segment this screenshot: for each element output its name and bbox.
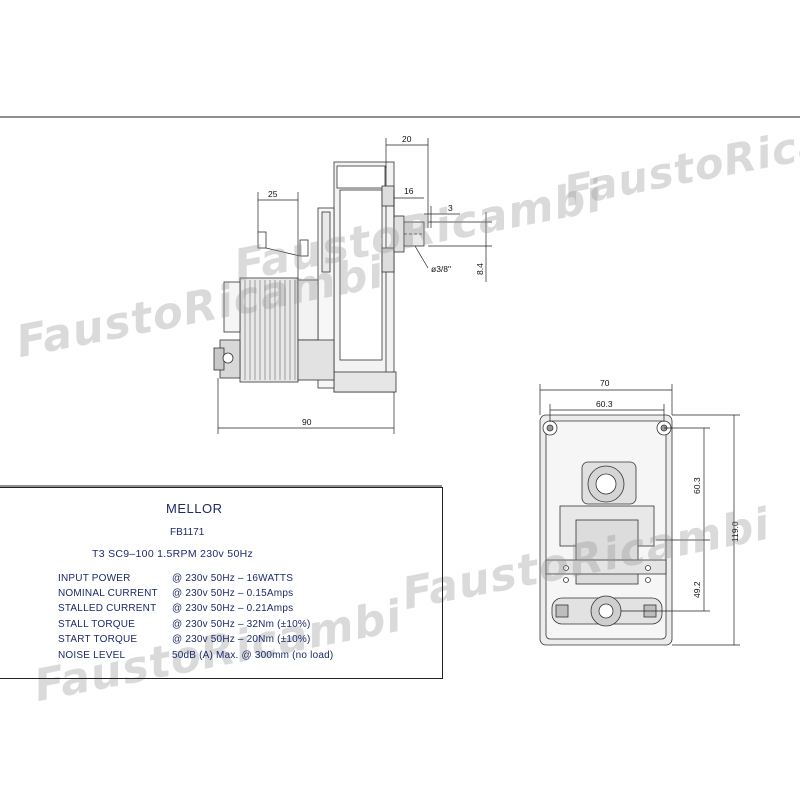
- dim-label-20: 20: [402, 134, 412, 144]
- spec-row: INPUT POWER @ 230v 50Hz – 16WATTS: [58, 573, 293, 584]
- dim-label-16: 16: [404, 186, 414, 196]
- dim-label-90: 90: [302, 417, 312, 427]
- dim-label-8-4: 8.4: [475, 263, 485, 275]
- spec-value: @ 230v 50Hz – 0.21Amps: [172, 603, 294, 614]
- dim-label-119: 119.0: [730, 521, 740, 542]
- spec-key: STALL TORQUE: [58, 619, 136, 630]
- dim-label-3: 3: [448, 203, 453, 213]
- brand-name: MELLOR: [166, 501, 223, 516]
- spec-value: 50dB (A) Max. @ 300mm (no load): [172, 650, 334, 661]
- spec-key: START TORQUE: [58, 634, 138, 645]
- model-number: FB1171: [170, 527, 205, 538]
- drawing-frame: [0, 116, 800, 487]
- front-view-dimensions: [539, 384, 740, 646]
- spec-panel: [0, 487, 443, 679]
- spec-row: NOMINAL CURRENT @ 230v 50Hz – 0.15Amps: [58, 588, 293, 599]
- front-view-dimension-labels: 70 60.3 60.3 49.2 119.0: [596, 378, 740, 598]
- dim-label-60-3-vertical: 60.3: [692, 477, 702, 494]
- spec-key: NOISE LEVEL: [58, 650, 126, 661]
- spec-value: @ 230v 50Hz – 32Nm (±10%): [172, 619, 311, 630]
- spec-key: STALLED CURRENT: [58, 603, 157, 614]
- dim-label-70: 70: [600, 378, 610, 388]
- spec-key: NOMINAL CURRENT: [58, 588, 158, 599]
- spec-row: START TORQUE @ 230v 50Hz – 20Nm (±10%): [58, 634, 310, 645]
- spec-value: @ 230v 50Hz – 16WATTS: [172, 573, 294, 584]
- dim-label-49-2: 49.2: [692, 581, 702, 598]
- side-view-dimensions: [217, 138, 492, 434]
- front-view-motor: [539, 414, 673, 646]
- side-view-motor: [213, 161, 425, 393]
- spec-row: STALLED CURRENT @ 230v 50Hz – 0.21Amps: [58, 603, 293, 614]
- spec-key: INPUT POWER: [58, 573, 131, 584]
- spec-row: STALL TORQUE @ 230v 50Hz – 32Nm (±10%): [58, 619, 310, 630]
- spec-value: @ 230v 50Hz – 0.15Amps: [172, 588, 294, 599]
- dim-label-shaft-diameter: ø3/8": [431, 264, 451, 274]
- model-description: T3 SC9–100 1.5RPM 230v 50Hz: [92, 548, 254, 560]
- side-view-dimension-labels: 20 16 3 8.4 ø3/8" 25 90: [268, 134, 485, 427]
- dim-label-25: 25: [268, 189, 278, 199]
- spec-value: @ 230v 50Hz – 20Nm (±10%): [172, 634, 311, 645]
- spec-row: NOISE LEVEL 50dB (A) Max. @ 300mm (no loa…: [58, 650, 333, 661]
- dim-label-60-3-horizontal: 60.3: [596, 399, 613, 409]
